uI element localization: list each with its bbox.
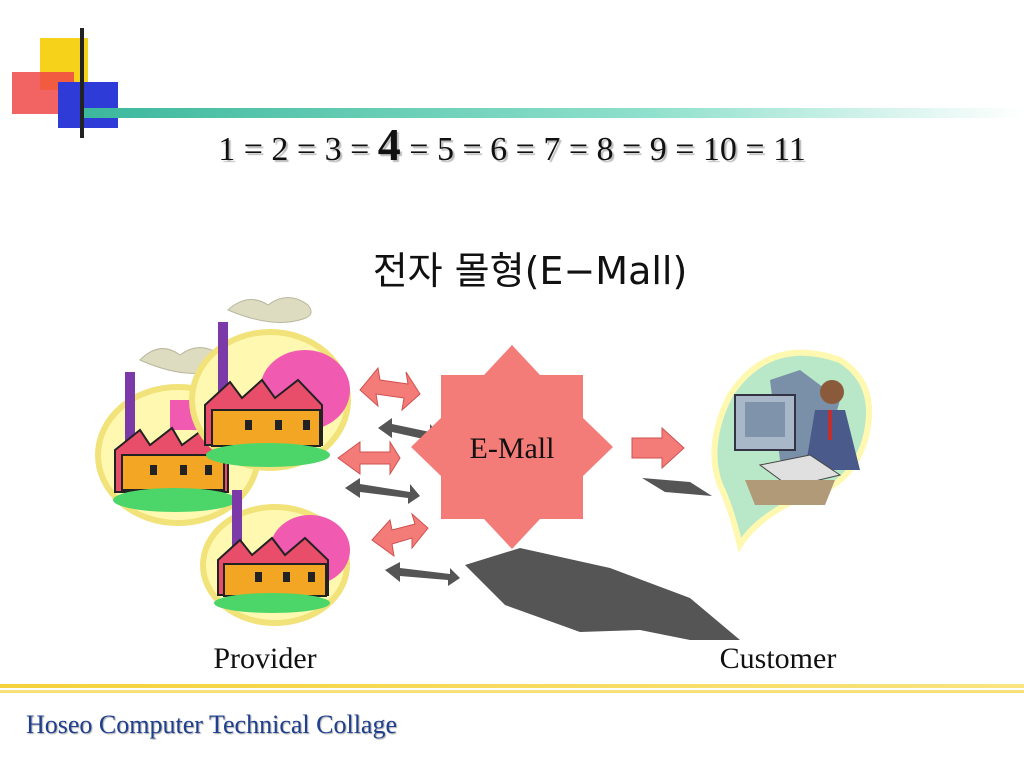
nav-separator: = (409, 131, 429, 168)
header-line-decoration (84, 108, 1024, 118)
blue-square-decoration (58, 82, 118, 128)
provider-factory-2 (189, 297, 351, 471)
nav-item-11[interactable]: 11 (773, 131, 806, 168)
nav-separator: = (568, 131, 588, 168)
arrow-to-customer (631, 426, 685, 470)
nav-item-8[interactable]: 8 (596, 131, 614, 168)
vertical-bar-decoration (80, 28, 84, 138)
nav-item-1[interactable]: 1 (218, 131, 236, 168)
emall-star-label: E-Mall (470, 432, 555, 465)
shadow-arrow-small (642, 478, 712, 496)
nav-item-7[interactable]: 7 (543, 131, 561, 168)
nav-item-9[interactable]: 9 (649, 131, 667, 168)
shadow-arrow-to-customer (465, 548, 740, 640)
nav-separator: = (296, 131, 317, 168)
nav-item-2[interactable]: 2 (271, 131, 289, 168)
nav-separator: = (675, 131, 695, 168)
nav-separator: = (350, 131, 370, 168)
nav-separator: = (515, 131, 535, 168)
footer-line-top (0, 684, 1024, 688)
provider-label: Provider (213, 642, 316, 675)
nav-separator: = (243, 131, 263, 168)
nav-item-6[interactable]: 6 (490, 131, 508, 168)
footer-line-bottom (0, 690, 1024, 693)
customer-label: Customer (720, 642, 837, 675)
provider-factory-3 (200, 490, 350, 626)
nav-item-10[interactable]: 10 (702, 131, 737, 168)
customer-computer-clipart (711, 349, 873, 553)
nav-separator: = (745, 131, 765, 168)
nav-separator: = (462, 131, 482, 168)
nav-separator: = (622, 131, 642, 168)
slide-title: 전자 몰형(E−Mall) (372, 249, 688, 293)
nav-item-5[interactable]: 5 (436, 131, 454, 168)
emall-star (411, 345, 613, 549)
nav-item-4[interactable]: 4 (377, 119, 401, 170)
nav-item-3[interactable]: 3 (324, 131, 342, 168)
slide-nav: 1 = 2 = 3 = 4 = 5 = 6 = 7 = 8 = 9 = 10 =… (0, 118, 1024, 171)
footer-college-name: Hoseo Computer Technical Collage (26, 710, 397, 739)
provider-arrows (337, 366, 460, 586)
